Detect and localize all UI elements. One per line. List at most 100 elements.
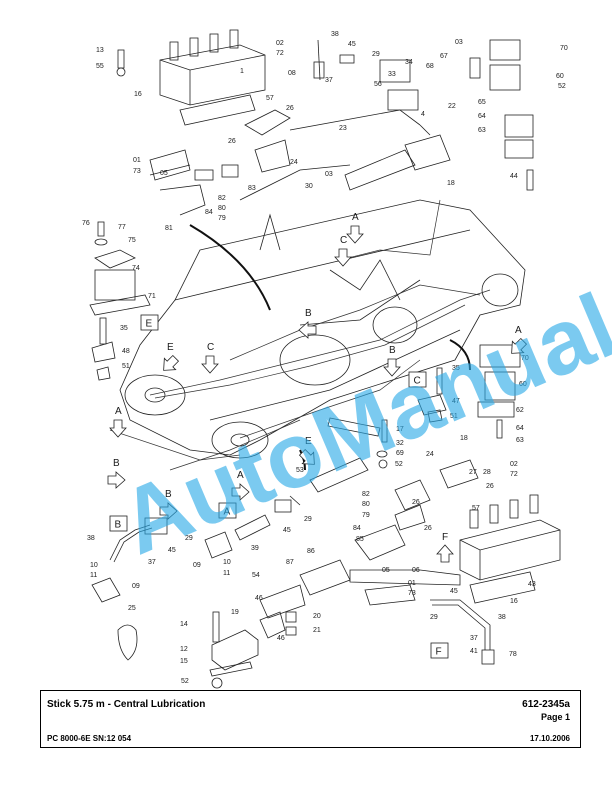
part-number-label: 60 bbox=[519, 381, 527, 388]
hose-assembly-left bbox=[149, 149, 239, 216]
view-arrow-shape bbox=[511, 337, 528, 354]
fittings-upper-middle bbox=[239, 39, 451, 201]
part-number-label: 46 bbox=[277, 635, 285, 642]
part-number-label: 57 bbox=[472, 505, 480, 512]
view-arrow-shape bbox=[383, 358, 401, 377]
part-number-label: 13 bbox=[96, 47, 104, 54]
part-number-label: 17 bbox=[396, 426, 404, 433]
part-number-label: 70 bbox=[521, 355, 529, 362]
view-arrow-letter: A bbox=[115, 406, 122, 417]
part-number-label: 22 bbox=[448, 103, 456, 110]
part-number-label: 51 bbox=[450, 413, 458, 420]
part-number-label: 29 bbox=[430, 614, 438, 621]
part-number-label: 57 bbox=[266, 95, 274, 102]
part-number-label: 05 bbox=[160, 170, 168, 177]
part-number-label: 54 bbox=[252, 572, 260, 579]
part-number-label: 64 bbox=[516, 425, 524, 432]
stick-outline bbox=[119, 199, 526, 459]
part-number-label: 29 bbox=[372, 51, 380, 58]
part-number-label: 4 bbox=[421, 111, 425, 118]
part-number-label: 83 bbox=[248, 185, 256, 192]
part-number-label: 75 bbox=[128, 237, 136, 244]
title-block: Stick 5.75 m - Central Lubrication 612-2… bbox=[40, 690, 581, 748]
detail-box-e: E bbox=[140, 314, 159, 331]
drawing-title: Stick 5.75 m - Central Lubrication bbox=[47, 699, 206, 710]
document-number: 612-2345a bbox=[522, 699, 570, 710]
detail-box-letter: A bbox=[224, 507, 231, 518]
part-number-label: 30 bbox=[305, 183, 313, 190]
part-number-label: 20 bbox=[313, 613, 321, 620]
part-number-label: 02 bbox=[276, 40, 284, 47]
part-number-label: 52 bbox=[181, 678, 189, 685]
view-arrow-e: E bbox=[163, 342, 180, 371]
view-arrow-letter: B bbox=[389, 345, 396, 356]
detail-box-letter: E bbox=[146, 319, 153, 330]
detail-f-parts bbox=[430, 599, 495, 665]
part-number-label: 1 bbox=[240, 68, 244, 75]
view-arrow-shape bbox=[298, 321, 317, 339]
part-number-label: 01 bbox=[133, 157, 141, 164]
detail-box-c: C bbox=[408, 371, 427, 388]
part-number-label: 48 bbox=[122, 348, 130, 355]
part-number-label: 41 bbox=[470, 648, 478, 655]
part-number-label: 29 bbox=[185, 535, 193, 542]
view-arrow-shape bbox=[201, 355, 219, 374]
part-number-label: 45 bbox=[283, 527, 291, 534]
detail-box-b: B bbox=[109, 515, 128, 532]
part-number-label: 24 bbox=[290, 159, 298, 166]
part-number-label: 29 bbox=[304, 516, 312, 523]
detail-box-letter: F bbox=[436, 647, 442, 658]
detail-box-letter: B bbox=[115, 520, 122, 531]
view-arrow-letter: E bbox=[305, 436, 312, 447]
part-number-label: 63 bbox=[478, 127, 486, 134]
part-number-label: 47 bbox=[452, 398, 460, 405]
part-number-label: 21 bbox=[313, 627, 321, 634]
part-number-label: 16 bbox=[134, 91, 142, 98]
bottom-grease-parts bbox=[209, 611, 297, 689]
view-arrow-shape bbox=[163, 354, 180, 371]
part-number-label: 82 bbox=[362, 491, 370, 498]
part-number-label: 02 bbox=[510, 461, 518, 468]
part-number-label: 45 bbox=[168, 547, 176, 554]
part-number-label: 26 bbox=[412, 499, 420, 506]
part-number-label: 52 bbox=[558, 83, 566, 90]
part-number-label: 38 bbox=[498, 614, 506, 621]
part-number-label: 76 bbox=[82, 220, 90, 227]
part-number-label: 68 bbox=[426, 63, 434, 70]
view-arrow-shape bbox=[298, 448, 315, 465]
view-arrow-b: B bbox=[298, 308, 317, 339]
part-number-label: 64 bbox=[478, 113, 486, 120]
part-number-label: 62 bbox=[516, 407, 524, 414]
view-arrow-letter: C bbox=[207, 342, 214, 353]
part-number-label: 10 bbox=[223, 559, 231, 566]
part-number-label: 10 bbox=[90, 562, 98, 569]
part-number-label: 73 bbox=[133, 168, 141, 175]
part-number-label: 60 bbox=[556, 73, 564, 80]
part-number-label: 51 bbox=[122, 363, 130, 370]
part-number-label: 28 bbox=[483, 469, 491, 476]
part-number-label: 24 bbox=[426, 451, 434, 458]
view-arrow-a: A bbox=[511, 325, 528, 354]
part-number-label: 79 bbox=[362, 512, 370, 519]
part-number-label: 37 bbox=[325, 77, 333, 84]
part-number-label: 18 bbox=[460, 435, 468, 442]
part-number-label: 25 bbox=[128, 605, 136, 612]
detail-box-frame bbox=[109, 515, 128, 532]
machine-model: PC 8000-6E SN:12 054 bbox=[47, 734, 132, 743]
view-arrow-shape bbox=[159, 502, 178, 520]
center-small-parts bbox=[309, 417, 388, 493]
part-number-label: 53 bbox=[296, 467, 304, 474]
part-number-label: 23 bbox=[339, 125, 347, 132]
part-number-label: 56 bbox=[374, 81, 382, 88]
detail-box-f: F bbox=[430, 642, 449, 659]
part-number-label: 35 bbox=[120, 325, 128, 332]
view-arrow-f: F bbox=[436, 532, 454, 563]
view-arrow-e: E bbox=[298, 436, 315, 465]
view-arrow-letter: A bbox=[515, 325, 522, 336]
part-number-label: 65 bbox=[478, 99, 486, 106]
part-number-label: 70 bbox=[560, 45, 568, 52]
part-number-label: 72 bbox=[276, 50, 284, 57]
part-number-label: 39 bbox=[251, 545, 259, 552]
